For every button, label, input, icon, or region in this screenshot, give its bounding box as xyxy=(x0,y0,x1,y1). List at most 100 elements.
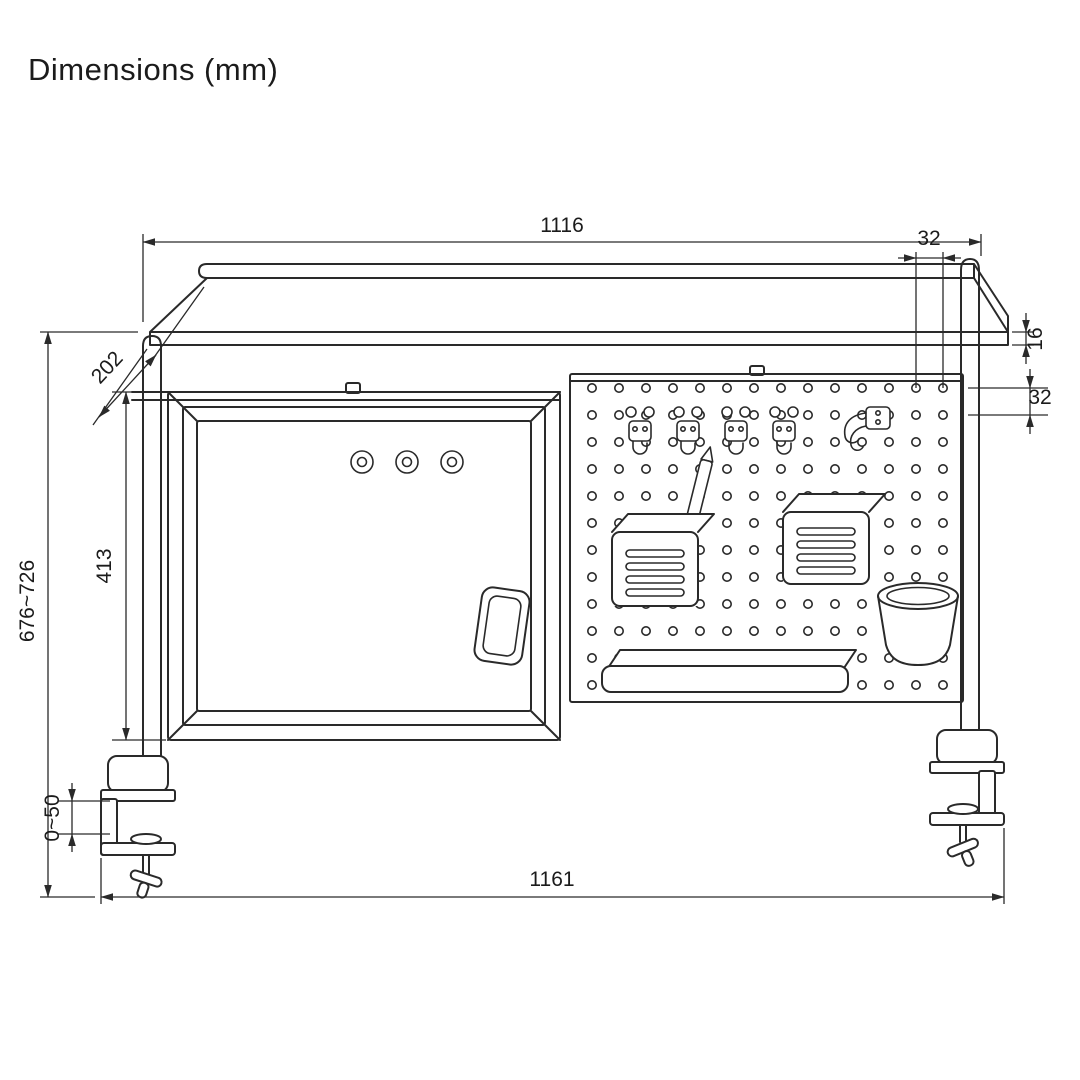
pegboard-hole xyxy=(694,625,705,636)
pegboard-hole xyxy=(910,571,921,582)
pegboard-hole xyxy=(667,382,678,393)
pegboard-hole xyxy=(721,490,732,501)
dim-shelf-depth xyxy=(92,286,205,426)
pegboard-hole xyxy=(748,436,759,447)
pegboard-hole xyxy=(586,436,597,447)
pegboard-hole xyxy=(775,625,786,636)
pegboard-hole xyxy=(883,463,894,474)
pegboard-hole xyxy=(856,679,867,690)
dim-label-overall-height: 676~726 xyxy=(16,560,39,642)
pegboard-hole xyxy=(937,409,948,420)
pegboard-hole xyxy=(937,517,948,528)
pegboard-hole xyxy=(937,544,948,555)
pegboard-hole xyxy=(829,463,840,474)
pegboard-hole xyxy=(586,463,597,474)
pegboard-hole xyxy=(856,598,867,609)
pegboard-hole xyxy=(613,625,624,636)
pegboard-hole xyxy=(829,598,840,609)
top-shelf xyxy=(149,263,1009,346)
pegboard-hole xyxy=(829,409,840,420)
pegboard-hook xyxy=(721,406,751,455)
pegboard-hole xyxy=(640,463,651,474)
pegboard-hole xyxy=(856,625,867,636)
pegboard-hole xyxy=(775,463,786,474)
pegboard-hole xyxy=(586,571,597,582)
pegboard-hole xyxy=(910,679,921,690)
pegboard-hole xyxy=(856,382,867,393)
panel-rails xyxy=(131,365,765,401)
pegboard-hole xyxy=(613,436,624,447)
pegboard-hole xyxy=(721,598,732,609)
pegboard-hole xyxy=(667,463,678,474)
pegboard-hole xyxy=(613,382,624,393)
pegboard-hole xyxy=(748,625,759,636)
pegboard-hook xyxy=(673,406,703,455)
pegboard-double-hook xyxy=(843,406,891,451)
bottom-tray xyxy=(601,649,857,693)
dim-label-shelf-width: 1116 xyxy=(540,214,584,237)
dim-label-panel-height: 413 xyxy=(93,548,116,583)
pegboard-hole xyxy=(748,409,759,420)
dim-hole-pitch-horizontal xyxy=(898,252,961,388)
pegboard-hole xyxy=(613,409,624,420)
pegboard-hole xyxy=(802,463,813,474)
dim-hole-pitch-vertical xyxy=(968,369,1048,434)
pegboard-hole xyxy=(937,436,948,447)
pegboard-hole xyxy=(721,571,732,582)
pegboard-hole xyxy=(883,679,894,690)
pegboard-hole xyxy=(910,544,921,555)
dim-label-hole-pitch-horizontal: 32 xyxy=(917,227,940,250)
pegboard-hole xyxy=(883,544,894,555)
pegboard-hole xyxy=(883,571,894,582)
pegboard-hole xyxy=(640,625,651,636)
clamp-screw xyxy=(959,824,967,843)
dim-panel-height xyxy=(112,391,166,741)
cup-holder xyxy=(877,582,959,666)
pegboard-hole xyxy=(829,382,840,393)
pegboard-hole xyxy=(802,409,813,420)
pegboard-hole xyxy=(586,625,597,636)
pegboard-hole xyxy=(721,382,732,393)
whiteboard-magnets xyxy=(350,450,464,474)
pegboard-hole xyxy=(802,382,813,393)
pegboard-hole xyxy=(937,571,948,582)
pegboard-hook xyxy=(625,406,655,455)
pegboard-hole xyxy=(748,571,759,582)
pegboard-hole xyxy=(748,382,759,393)
pegboard-hole xyxy=(910,463,921,474)
dim-shelf-width xyxy=(142,234,982,322)
clamp-t-handle xyxy=(946,837,979,867)
pegboard-hole xyxy=(883,382,894,393)
page-title: Dimensions (mm) xyxy=(28,52,279,87)
pegboard-hole xyxy=(937,490,948,501)
clamp-pad xyxy=(947,803,979,815)
pegboard-hole xyxy=(586,679,597,690)
pegboard-hole xyxy=(640,382,651,393)
pegboard-hole xyxy=(829,625,840,636)
storage-bin-right xyxy=(782,493,886,585)
whiteboard-panel xyxy=(167,391,561,741)
pegboard-hole xyxy=(721,625,732,636)
pegboard-hook xyxy=(769,406,799,455)
pegboard-hole xyxy=(856,652,867,663)
pegboard-hole xyxy=(748,544,759,555)
pegboard-hole xyxy=(748,490,759,501)
pegboard-hole xyxy=(586,517,597,528)
pegboard-hole xyxy=(613,490,624,501)
pegboard-hole xyxy=(667,490,678,501)
pegboard-hooks-row xyxy=(625,406,891,455)
pegboard-hole xyxy=(775,490,786,501)
pegboard-hole xyxy=(640,490,651,501)
clamp-pad xyxy=(130,833,162,845)
pegboard-hole xyxy=(775,382,786,393)
dim-label-overall-width: 1161 xyxy=(529,868,574,891)
pegboard-hole xyxy=(883,490,894,501)
pegboard-hole xyxy=(775,598,786,609)
pegboard-hole xyxy=(910,490,921,501)
pegboard-hole xyxy=(586,409,597,420)
pegboard-hole xyxy=(586,382,597,393)
right-desk-clamp xyxy=(929,729,1005,867)
pegboard-hole xyxy=(694,436,705,447)
pegboard-hole xyxy=(856,463,867,474)
